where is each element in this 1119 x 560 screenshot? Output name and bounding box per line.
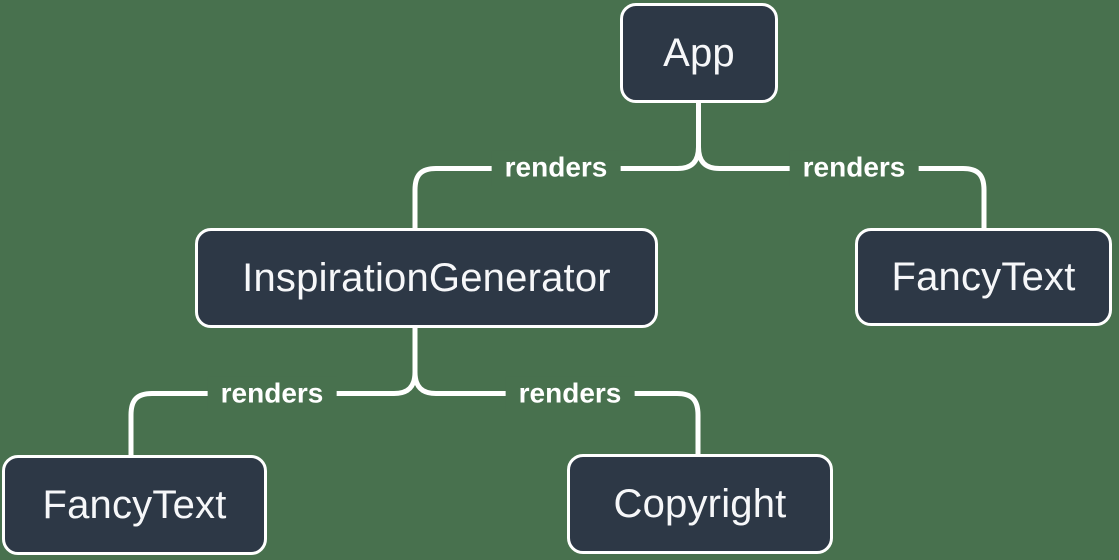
edge-label-app-fancytext: renders: [789, 150, 919, 186]
node-inspiration-generator: InspirationGenerator: [195, 228, 658, 328]
edge-label-inspirationgenerator-fancytext: renders: [207, 376, 337, 412]
edge-label-app-inspirationgenerator: renders: [491, 150, 621, 186]
node-fancy-text-top-label: FancyText: [891, 254, 1076, 299]
node-copyright: Copyright: [567, 454, 833, 554]
node-copyright-label: Copyright: [613, 481, 787, 526]
node-fancy-text-top: FancyText: [855, 228, 1112, 326]
node-app: App: [620, 3, 778, 103]
node-fancy-text-bottom: FancyText: [2, 455, 267, 555]
edge-label-inspirationgenerator-copyright: renders: [505, 376, 635, 412]
node-app-label: App: [663, 30, 735, 75]
node-fancy-text-bottom-label: FancyText: [42, 482, 227, 527]
node-inspiration-generator-label: InspirationGenerator: [242, 255, 611, 300]
